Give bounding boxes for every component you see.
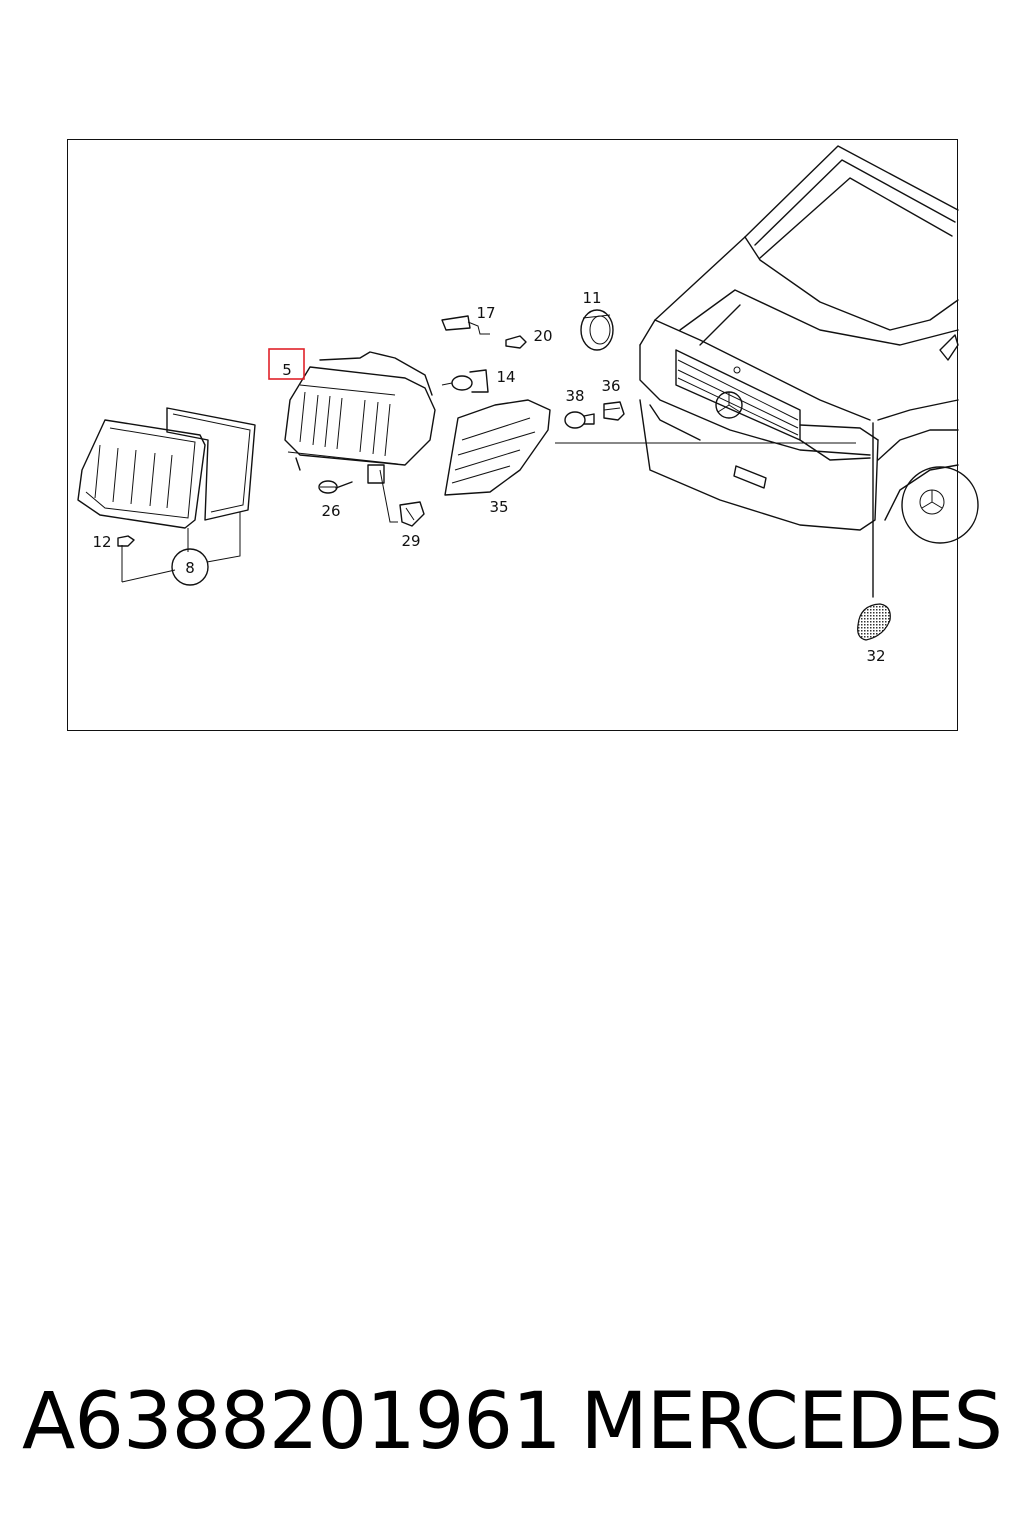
- callout-17[interactable]: 17: [476, 304, 495, 322]
- callout-38[interactable]: 38: [565, 387, 584, 405]
- side-marker-35: [444, 399, 551, 496]
- bulb-17: [441, 315, 490, 335]
- socket-36: [603, 401, 625, 421]
- bulb-14: [441, 369, 489, 393]
- screw-26: [318, 480, 353, 494]
- parts-diagram: 5 17 20 11 14 38 36 26 29 35 12 8 32: [77, 145, 979, 665]
- callout-35[interactable]: 35: [489, 498, 508, 516]
- brand-name: MERCEDES: [580, 1377, 1003, 1467]
- clip-29: [379, 469, 425, 527]
- headlamp-assembly: [284, 351, 436, 484]
- callout-8[interactable]: 8: [185, 559, 195, 577]
- corner-lamp-and-gasket: [77, 407, 256, 586]
- callout-11[interactable]: 11: [582, 289, 601, 307]
- callout-12[interactable]: 12: [92, 533, 111, 551]
- bulb-38: [564, 411, 595, 429]
- callout-highlight-box: [268, 348, 305, 380]
- footer: A6388201961 MERCEDES: [0, 1372, 1024, 1472]
- callout-20[interactable]: 20: [533, 327, 552, 345]
- bulb-12: [117, 535, 135, 547]
- callout-26[interactable]: 26: [321, 502, 340, 520]
- bulb-20: [505, 335, 527, 349]
- parts-diagram-frame: [67, 139, 958, 731]
- callout-36[interactable]: 36: [601, 377, 620, 395]
- cap-11: [580, 309, 614, 351]
- callout-5[interactable]: 5: [282, 361, 292, 379]
- callout-29[interactable]: 29: [401, 532, 420, 550]
- side-repeater-32: [857, 603, 891, 641]
- callout-32[interactable]: 32: [866, 647, 885, 665]
- vehicle-front-drawing: [555, 145, 979, 598]
- callout-14[interactable]: 14: [496, 368, 515, 386]
- part-number: A6388201961: [22, 1377, 562, 1467]
